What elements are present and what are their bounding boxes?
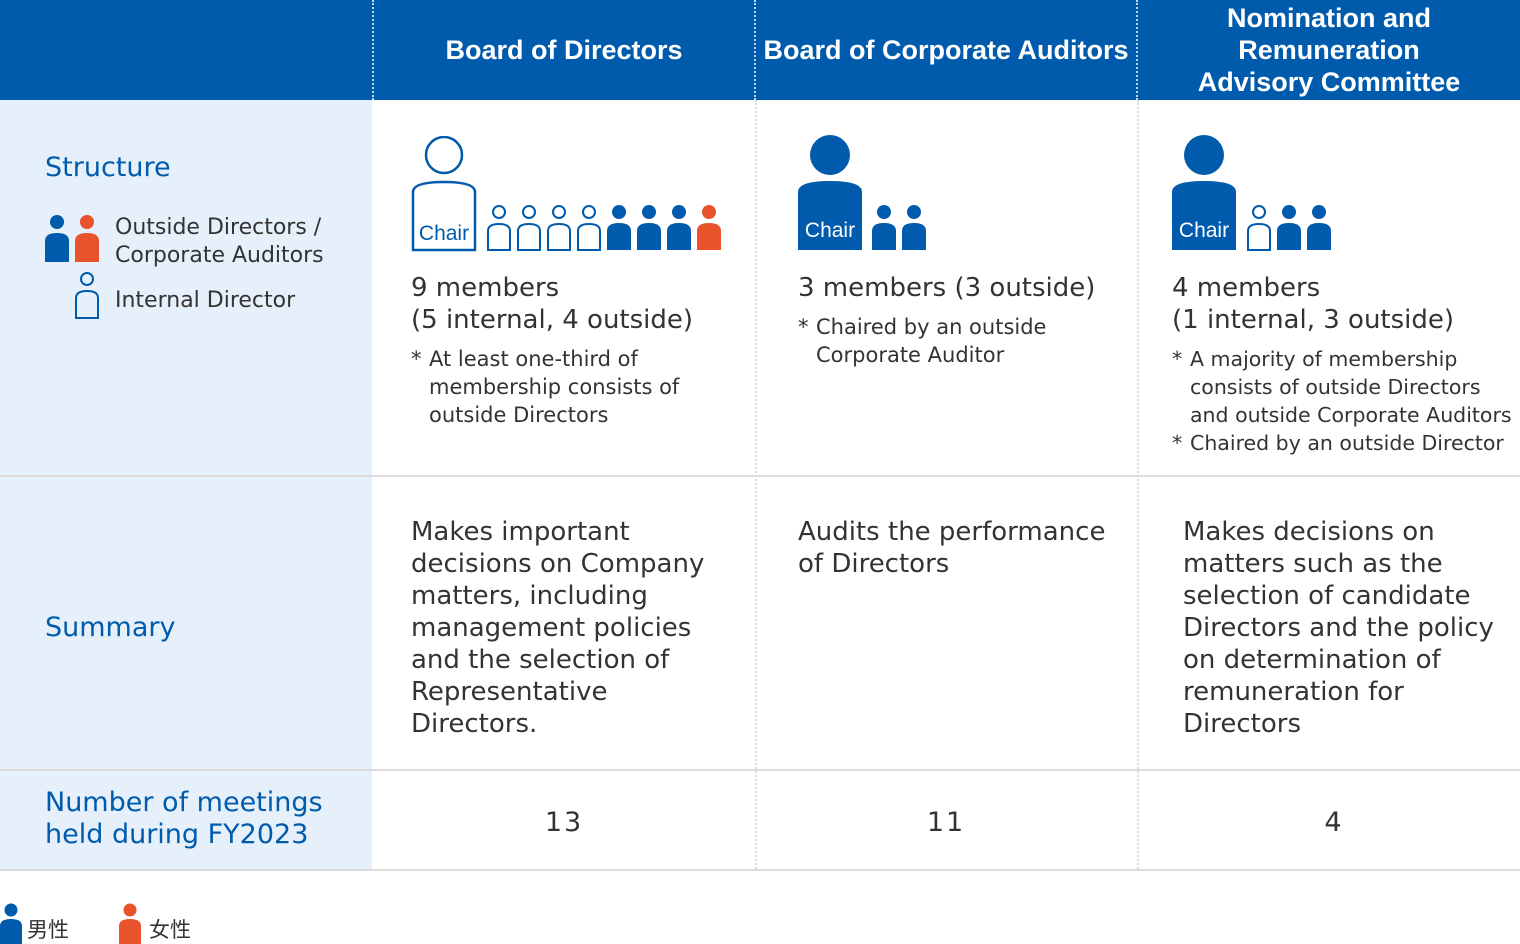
header-board-of-corporate-auditors: Board of Corporate Auditors [763,35,1129,65]
structure-note-text: Chaired by an outside Corporate Auditor [816,315,1047,367]
member-count: 3 members (3 outside) [798,273,1096,303]
summary-text: Audits the performance of Directors [798,517,1106,579]
chair-label: Chair [805,219,855,242]
chair-icon: Chair [797,134,865,252]
row-divider [0,869,1520,871]
outside-male-icon [902,205,926,250]
chair-icon: Chair [1171,134,1239,252]
member-icons [1246,204,1336,252]
structure-note: *A majority of membership consists of ou… [1172,345,1518,429]
meeting-count: 4 [1324,807,1344,838]
outside-male-icon [607,205,631,250]
structure-note: *Chaired by an outside Corporate Auditor [798,313,1128,369]
structure-note-text: Chaired by an outside Director [1190,431,1504,455]
female-icon [119,903,143,944]
column-divider [755,100,757,869]
structure-note: *At least one-third of membership consis… [411,345,751,429]
male-label: 男性 [27,918,69,942]
member-count: 4 members (1 internal, 3 outside) [1172,273,1455,335]
internal-member-icon [547,205,571,251]
row-label-cell-summary [0,477,372,769]
outside-male-icon [1307,205,1331,250]
row-label-meetings: Number of meetings held during FY2023 [45,787,323,850]
chair-icon: Chair [411,136,479,252]
row-label-cell-meetings [0,771,372,869]
structure-note: *Chaired by an outside Director [1172,429,1518,457]
male-icon [0,903,24,944]
outside-male-icon [637,205,661,250]
legend-internal-label: Internal Director [115,288,296,313]
outside-male-icon [667,205,691,250]
row-divider [0,475,1520,477]
column-divider [1137,100,1139,869]
header-nomination-committee: Nomination and Remuneration Advisory Com… [1197,3,1461,97]
meeting-count: 11 [926,807,966,838]
header-divider [754,0,756,100]
header-divider [372,0,374,100]
chair-label: Chair [1179,219,1229,242]
member-count: 9 members (5 internal, 4 outside) [411,273,694,335]
outside-male-icon [872,205,896,250]
summary-text: Makes important decisions on Company mat… [411,517,705,739]
outside-male-icon [1277,205,1301,250]
structure-note-text: A majority of membership consists of out… [1190,347,1512,427]
internal-member-icon [577,205,601,251]
structure-note-text: At least one-third of membership consist… [429,347,680,427]
summary-text: Makes decisions on matters such as the s… [1183,517,1494,739]
row-label-cell-structure [0,100,372,475]
meeting-count: 13 [544,807,584,838]
header-board-of-directors: Board of Directors [445,35,683,65]
row-divider [0,769,1520,771]
internal-member-icon [487,205,511,251]
chair-label: Chair [419,222,469,245]
outside-female-icon [697,205,721,250]
header-divider [1136,0,1138,100]
internal-member-icon [1247,205,1271,251]
legend-outside-label: Outside Directors / Corporate Auditors [115,215,324,268]
row-label-structure: Structure [45,152,171,183]
member-icons [486,204,726,252]
internal-director-icon [74,271,102,319]
member-icons [871,204,931,252]
table-header: Board of Directors Board of Corporate Au… [0,0,1520,100]
row-label-summary: Summary [45,612,176,643]
outside-member-icon [44,214,100,262]
female-label: 女性 [149,918,191,942]
internal-member-icon [517,205,541,251]
